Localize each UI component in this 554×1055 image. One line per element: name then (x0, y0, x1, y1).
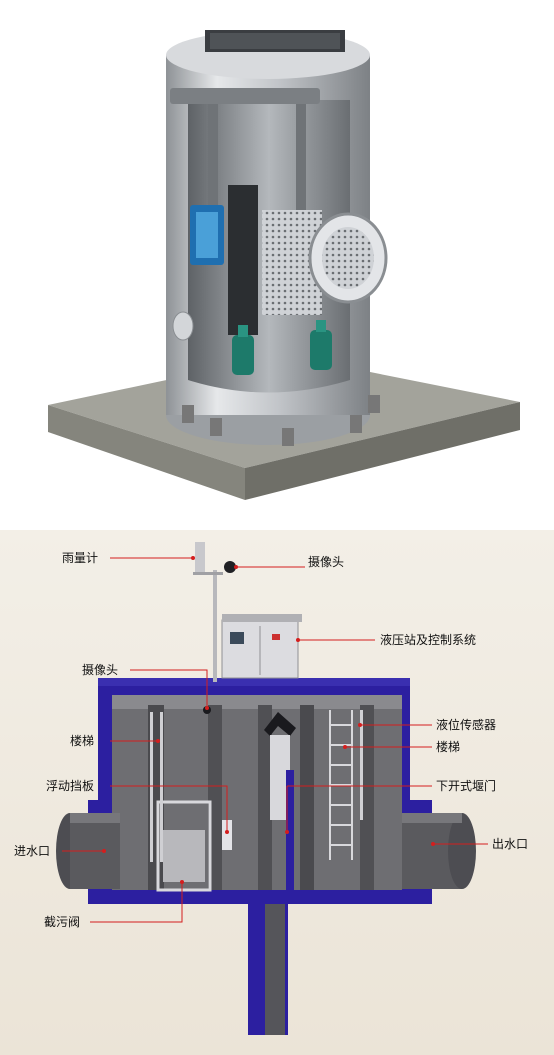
ladder-right (329, 710, 353, 860)
label-level-sensor: 液位传感器 (436, 717, 496, 732)
ladder-left (150, 712, 163, 862)
label-outlet: 出水口 (492, 837, 528, 851)
label-camera-inside: 摄像头 (82, 662, 118, 677)
gate-plate (228, 185, 258, 335)
trash-valve (156, 800, 212, 892)
bottom-opening-weir-gate (264, 712, 296, 890)
floating-baffle (222, 820, 232, 850)
submersible-pump-right (310, 320, 332, 370)
label-camera-top: 摄像头 (308, 554, 344, 569)
label-inlet: 进水口 (14, 844, 50, 858)
cutaway-illustration (48, 30, 520, 500)
label-hydraulic-station: 液压站及控制系统 (380, 632, 476, 647)
chamber-structure (88, 678, 432, 1035)
top-pipe (170, 88, 320, 104)
label-trash-valve: 截污阀 (44, 915, 80, 929)
outlet-pipe (402, 813, 476, 889)
label-floating-baffle: 浮动挡板 (46, 779, 94, 793)
control-cabinet (221, 614, 302, 679)
label-ladder-left: 楼梯 (70, 733, 94, 748)
leader-lines (62, 556, 488, 923)
label-bottom-gate: 下开式堰门 (436, 778, 496, 793)
inlet-flange (172, 311, 194, 341)
submersible-pump-left (232, 325, 254, 375)
cross-section-diagram: 雨量计 摄像头 液压站及控制系统 摄像头 液位传感器 楼梯 楼梯 浮动挡板 下开… (0, 530, 554, 1055)
label-ladder-right: 楼梯 (436, 739, 460, 754)
outlet-flange (308, 212, 388, 304)
level-sensor (360, 710, 363, 820)
sensor-pole (193, 542, 236, 682)
label-rain-gauge: 雨量计 (62, 551, 98, 565)
